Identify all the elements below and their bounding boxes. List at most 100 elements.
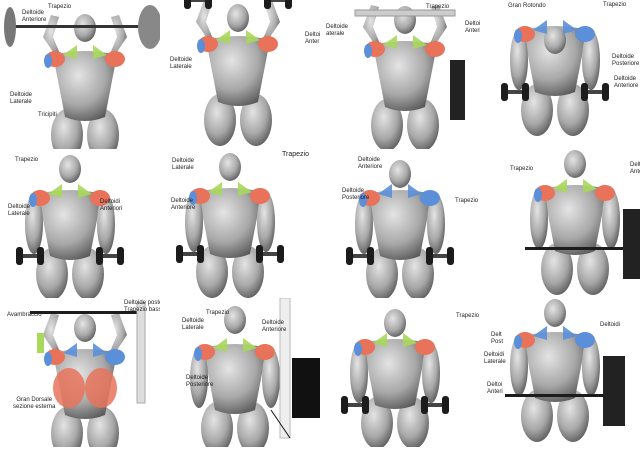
label-trapezio: Trapezio [282,151,309,158]
cable-post [279,298,291,439]
deltoid-lateral-highlight [194,347,202,361]
dumbbell-handle [348,254,372,258]
arm-right [260,0,280,46]
figure-illustration [346,160,454,298]
arm-right [427,194,445,254]
dumbbell-handle [428,254,452,258]
arm-right [602,189,620,249]
trapezius-highlight [48,184,92,198]
arm-left [43,313,63,359]
panel-dumbbell-shoulder-press: Deltoide Laterale Deltoi Anter [160,0,320,149]
label-deltoidi-laterale: Deltoidi Laterale [484,352,506,365]
arm-left [510,30,528,90]
arm-left [185,192,203,252]
label-deltoide-anteriore: Delt Ante [630,162,640,175]
dumbbell-plate [37,247,44,265]
deltoid-right-highlight [595,185,615,201]
label-deltoide-laterale: Deltoide Laterale [8,204,31,217]
weight-stack [623,209,640,279]
figure-illustration [190,298,320,447]
leg-right [407,99,439,149]
deltoid-lateral-highlight [359,193,367,207]
label-deltoide-laterale: Deltoide aterale [326,24,349,37]
dumbbell-plate [256,245,263,263]
lat-left-highlight [53,368,85,408]
panel-behind-back-shrug: Deltoidi [480,298,640,447]
barbell [5,25,155,28]
figure-illustration [501,20,609,136]
arm-left [510,336,528,396]
panel-bent-over-reverse-fly: Gran Rotondo Trapezio Deltoide Posterior… [480,0,640,149]
label-deltoidi-anteriori: Deltoidi Anteriori [100,199,123,212]
label-trapezio: Trapezio [603,2,627,8]
torso [198,188,262,258]
figure-illustration [30,302,146,447]
label-deltoide-laterale: Deltoide Laterale [170,57,193,70]
arm-right [582,336,600,396]
leg-left [521,390,553,442]
arm-left [355,194,373,254]
leg-left [371,99,403,149]
head [224,306,246,334]
deltoid-right-highlight [105,349,125,365]
panel-cable-lateral-raise: Trapezio Deltoide Laterale Deltoide Ante… [160,298,320,447]
label-deltoide-anteriore: Deltoide Anteriore [358,157,383,170]
deltoid-lateral-highlight [354,342,362,356]
leg-left [541,243,573,295]
head [227,4,249,32]
deltoid-lateral-highlight [29,193,37,207]
figure-illustration [16,155,124,298]
torso [206,36,270,106]
label-deltoide-anteriore: Deltoi Anter [305,32,320,45]
panel-barbell-behind-neck-press: Trapezio Deltoide Anteriore Deltoide Lat… [0,0,160,149]
dumbbell-plate [277,245,284,263]
label-gran-dorsale: Gran Dorsale sezione esterna [13,397,56,410]
deltoid-lateral-highlight [514,29,522,43]
bar [525,247,625,250]
torso [368,190,432,260]
torso [543,185,607,255]
dumbbell-plate [362,396,369,414]
label-deltoide-posteriore: Deltoide Posteriore [342,188,370,201]
dumbbell-handle [186,0,210,2]
label-deltoide-laterale: Deltoide Laterale [172,158,195,171]
torso [523,26,587,96]
leg-right [237,402,269,447]
label-tricipiti: Tricipiti [38,112,57,118]
dumbbell-plate [96,247,103,265]
weight-stack [603,356,625,426]
dumbbell-plate [367,247,374,265]
deltoid-right-highlight [420,190,440,206]
dumbbell-plate [176,245,183,263]
arm-right [257,192,275,252]
leg-left [201,402,233,447]
plate-left [4,7,16,47]
arm-left [350,343,368,403]
trapezius-highlight [533,20,577,34]
head [564,150,586,178]
leg-right [240,94,272,146]
dumbbell-handle [503,90,527,94]
deltoid-lateral-highlight [189,191,197,205]
deltoid-right-highlight [575,26,595,42]
deltoid-lateral-highlight [44,54,52,68]
cable [270,409,291,439]
leg-right [397,397,429,447]
torso [203,344,267,414]
dumbbell-plate [442,396,449,414]
bar [505,394,605,397]
head [544,299,566,327]
label-deltoi-anteri: Deltoi Anteri [487,382,503,395]
panel-upright-row: Trapezio Delt Ante Delt Late [480,149,640,298]
trapezius-highlight [378,184,422,198]
deltoid-right-highlight [250,188,270,204]
plate-right [138,5,160,49]
arm-right [97,194,115,254]
arm-right [422,343,440,403]
trapezius-highlight [533,326,577,340]
deltoid-right-highlight [575,332,595,348]
deltoid-right-highlight [258,36,278,52]
dumbbell-plate [421,396,428,414]
label-trapezio: Trapezio [456,313,480,319]
